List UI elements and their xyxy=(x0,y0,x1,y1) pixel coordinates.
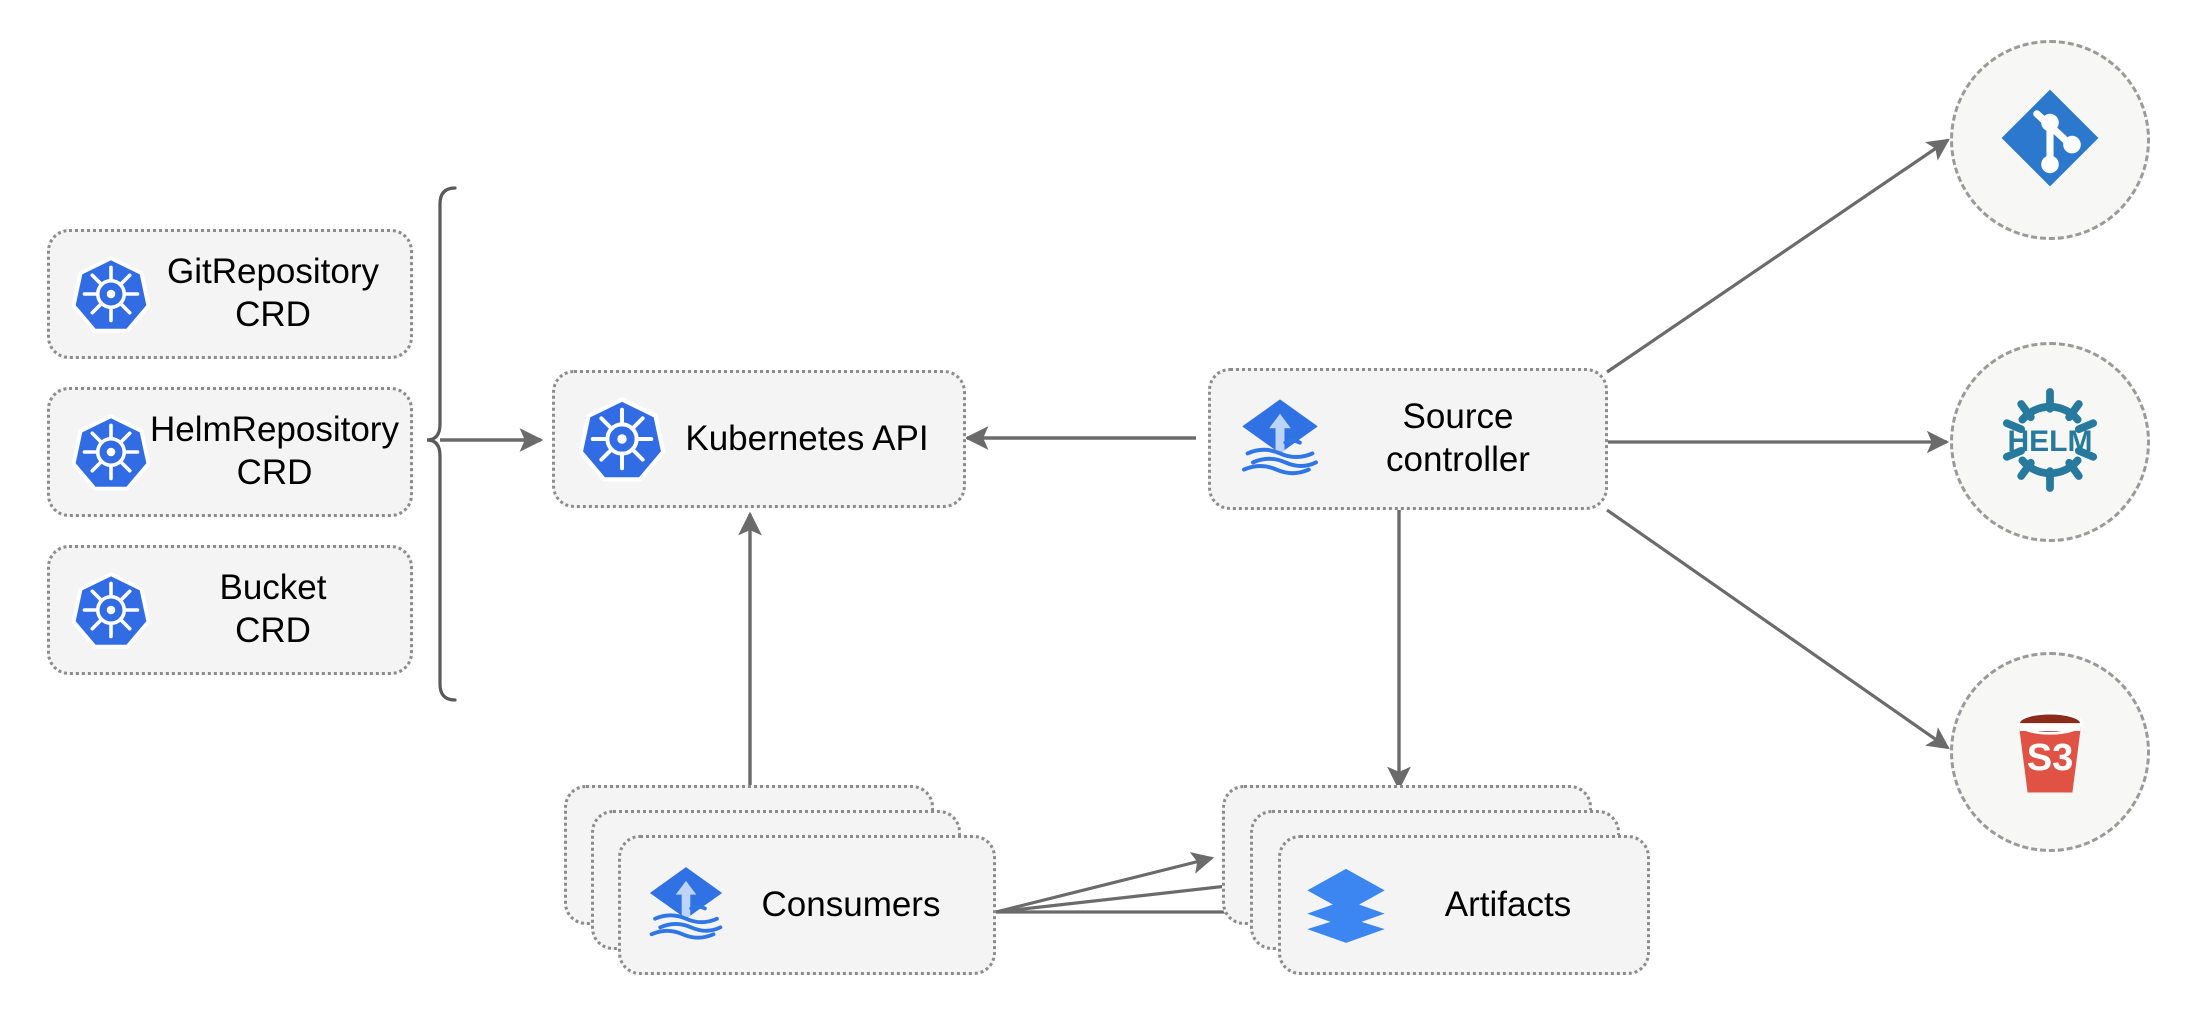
consumers-stack-card-front[interactable]: Consumers xyxy=(618,835,996,975)
edge-source-to-git xyxy=(1606,138,1950,374)
crd-group-bracket xyxy=(426,186,457,702)
layers-icon xyxy=(1281,862,1389,948)
helm-icon: HELM xyxy=(1990,380,2110,505)
git-icon xyxy=(1995,83,2105,198)
kubernetes-icon xyxy=(50,413,150,491)
target-helm[interactable]: HELM xyxy=(1950,342,2150,542)
target-git[interactable] xyxy=(1950,40,2150,240)
edge-consumers-to-artifacts-1 xyxy=(995,852,1215,914)
node-consumers[interactable]: Consumers xyxy=(564,785,1004,975)
node-label: Source controller xyxy=(1386,397,1530,479)
edge-consumers-to-artifacts-2 xyxy=(995,875,1248,914)
crd-card-helmrepository[interactable]: HelmRepository CRD xyxy=(47,387,413,517)
artifacts-stack-card-front[interactable]: Artifacts xyxy=(1278,835,1650,975)
crd-card-bucket[interactable]: Bucket CRD xyxy=(47,545,413,675)
kubernetes-icon xyxy=(50,571,150,649)
node-kubernetes-api[interactable]: Kubernetes API xyxy=(552,370,966,508)
helm-wordmark: HELM xyxy=(2008,424,2093,457)
node-label: Consumers xyxy=(761,885,941,924)
s3-bucket-icon: S3 xyxy=(1994,694,2106,811)
node-artifacts[interactable]: Artifacts xyxy=(1222,785,1672,975)
s3-wordmark: S3 xyxy=(2027,737,2074,779)
crd-card-label: GitRepository CRD xyxy=(166,252,380,334)
node-label: Kubernetes API xyxy=(685,418,929,458)
node-label: Artifacts xyxy=(1444,885,1572,924)
node-source-controller[interactable]: Source controller xyxy=(1208,368,1608,510)
flux-icon xyxy=(1211,394,1325,484)
kubernetes-icon xyxy=(555,396,665,482)
crd-card-gitrepository[interactable]: GitRepository CRD xyxy=(47,229,413,359)
kubernetes-icon xyxy=(50,255,150,333)
crd-card-label: Bucket CRD xyxy=(219,568,327,650)
target-s3[interactable]: S3 xyxy=(1950,652,2150,852)
edge-source-to-s3 xyxy=(1606,508,1950,750)
crd-card-label: HelmRepository CRD xyxy=(150,410,399,492)
flux-icon xyxy=(621,862,729,948)
